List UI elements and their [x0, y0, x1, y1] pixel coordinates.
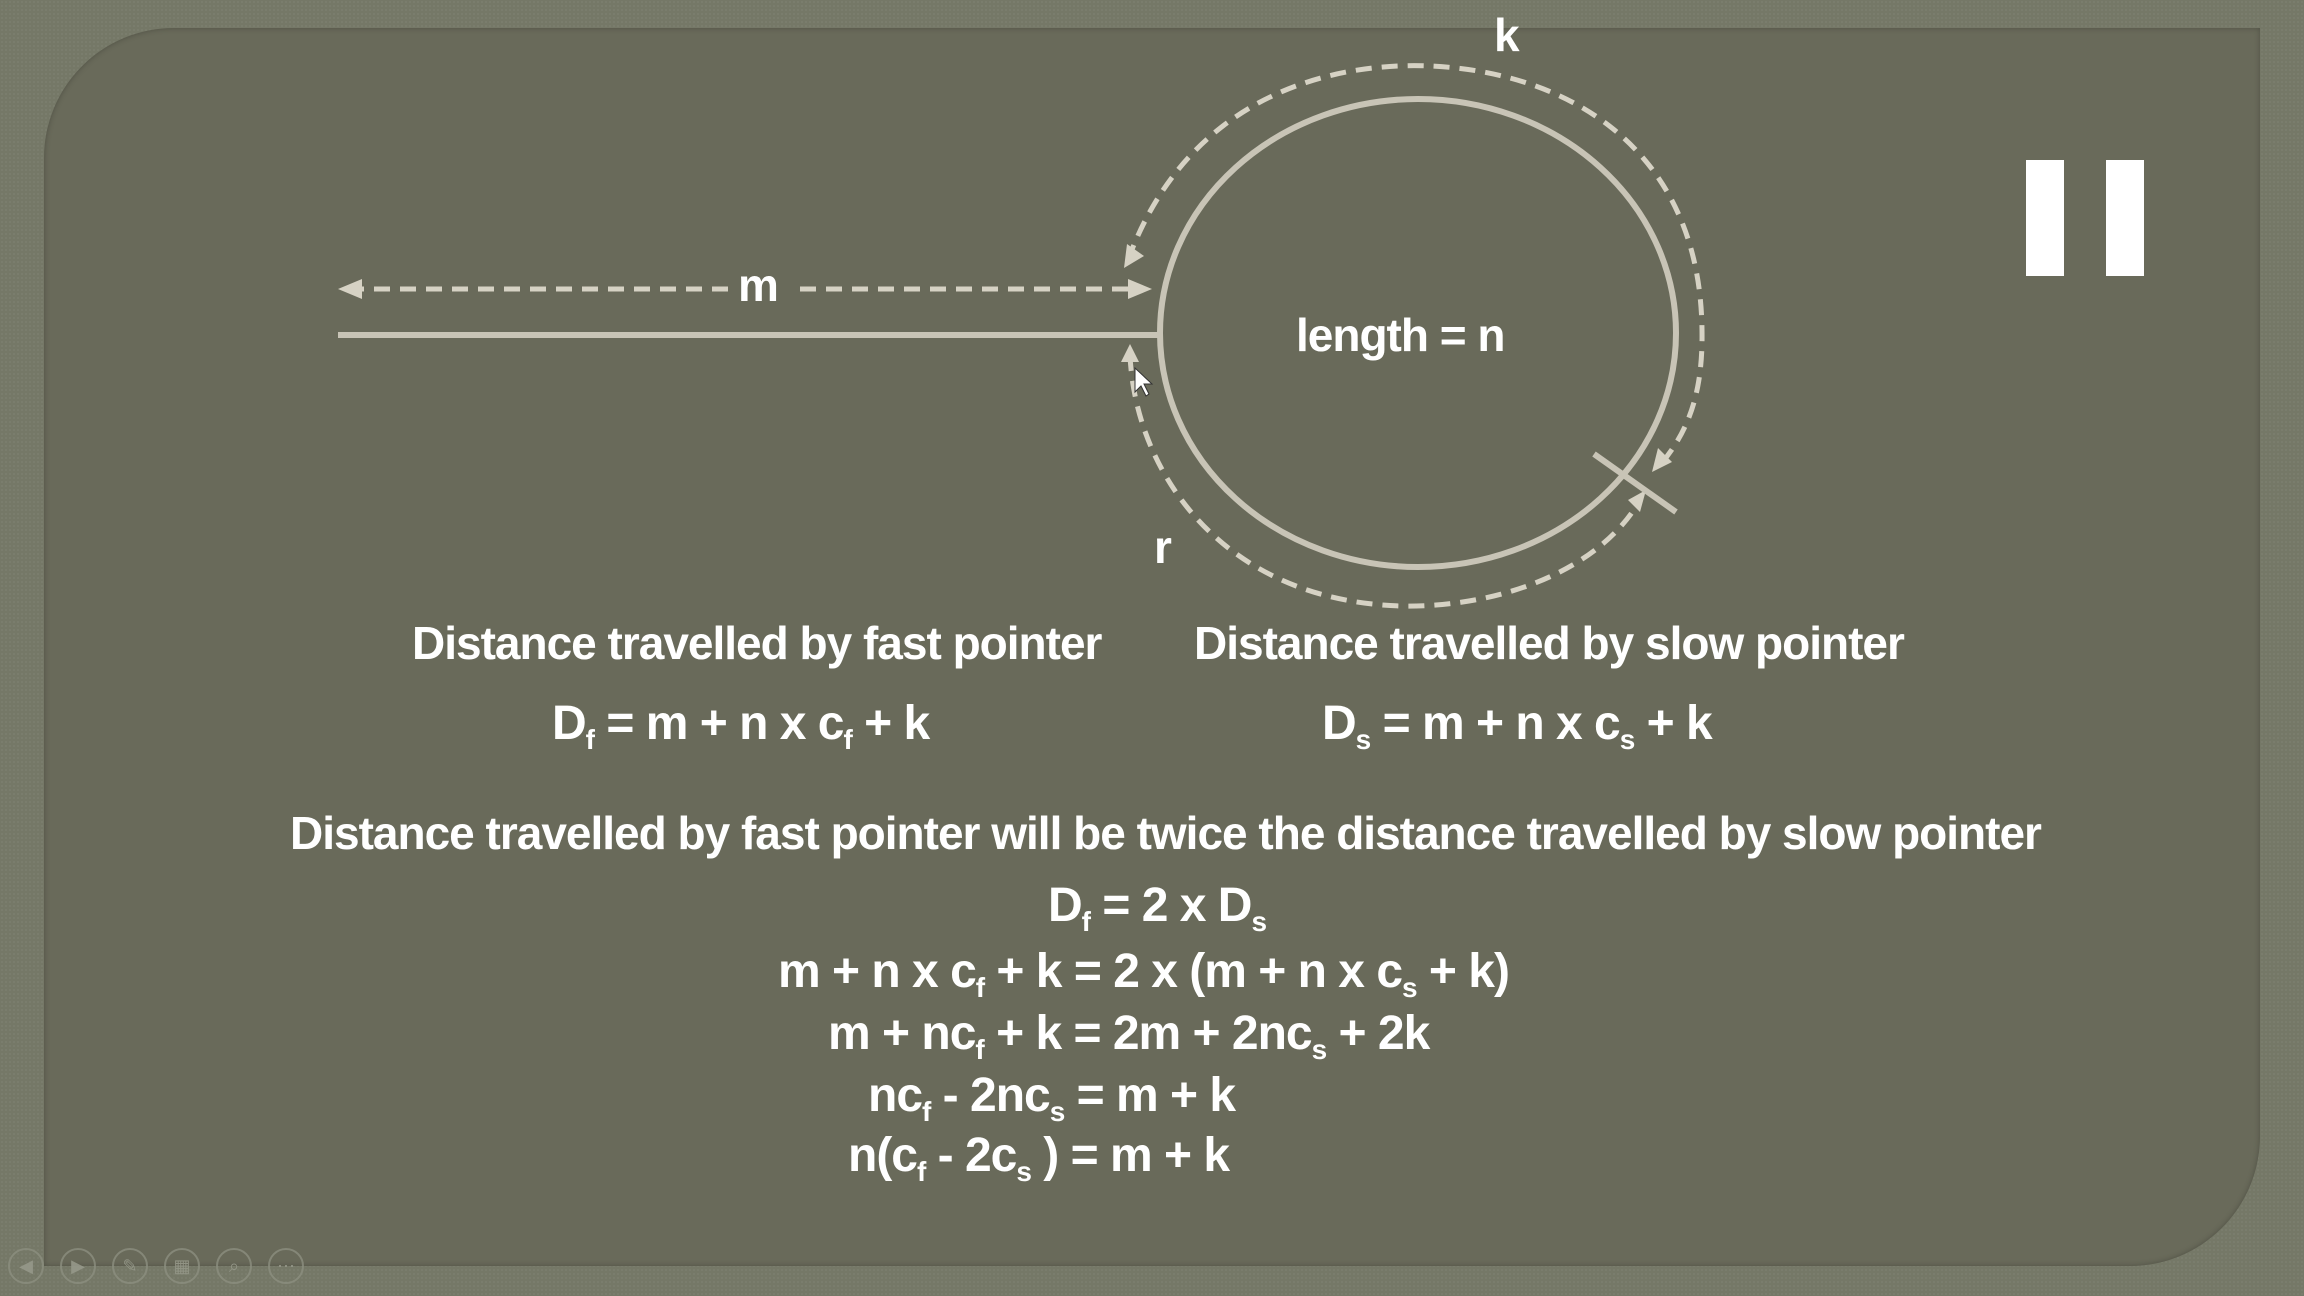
derivation-step-3: m + ncf + k = 2m + 2ncs + 2k [828, 1007, 1430, 1065]
heading-slow-pointer: Distance travelled by slow pointer [1194, 617, 1905, 669]
r-arrowhead-right [1628, 490, 1646, 512]
pause-bar-left [2026, 160, 2064, 276]
relation-statement: Distance travelled by fast pointer will … [290, 807, 2042, 859]
heading-fast-pointer: Distance travelled by fast pointer [412, 617, 1102, 669]
pause-icon[interactable] [2026, 160, 2144, 276]
r-dashed-arc [1127, 354, 1643, 609]
label-r: r [1154, 521, 1172, 573]
mouse-cursor-icon [1134, 366, 1154, 397]
k-arrowhead-right [1652, 448, 1672, 472]
slide [44, 28, 2260, 1266]
label-k: k [1494, 9, 1520, 61]
slides-icon[interactable]: ▦ [164, 1248, 200, 1284]
r-arrowhead-up [1121, 344, 1139, 362]
equation-df: Df = m + n x cf + k [552, 697, 930, 755]
next-icon[interactable]: ▶ [60, 1248, 96, 1284]
prev-icon[interactable]: ◀ [8, 1248, 44, 1284]
m-arrowhead-right [1128, 279, 1152, 299]
k-dashed-arc [1125, 63, 1705, 467]
derivation-step-2: m + n x cf + k = 2 x (m + n x cs + k) [778, 945, 1510, 1003]
m-arrowhead-left [338, 279, 362, 299]
pen-icon[interactable]: ✎ [112, 1248, 148, 1284]
more-icon[interactable]: ⋯ [268, 1248, 304, 1284]
derivation-step-1: Df = 2 x Ds [1048, 879, 1267, 937]
pause-bar-right [2106, 160, 2144, 276]
derivation-step-5: n(cf - 2cs ) = m + k [848, 1129, 1230, 1187]
meeting-point-tick [1592, 451, 1678, 515]
k-arrowhead-left [1124, 244, 1144, 268]
equation-ds: Ds = m + n x cs + k [1322, 697, 1713, 755]
cycle-circle [1157, 96, 1679, 570]
label-length: length = n [1296, 309, 1505, 361]
derivation-step-4: ncf - 2ncs = m + k [868, 1069, 1236, 1127]
zoom-icon[interactable]: ⌕ [216, 1248, 252, 1284]
slideshow-toolbar: ◀ ▶ ✎ ▦ ⌕ ⋯ [8, 1248, 304, 1288]
label-m: m [738, 259, 779, 311]
